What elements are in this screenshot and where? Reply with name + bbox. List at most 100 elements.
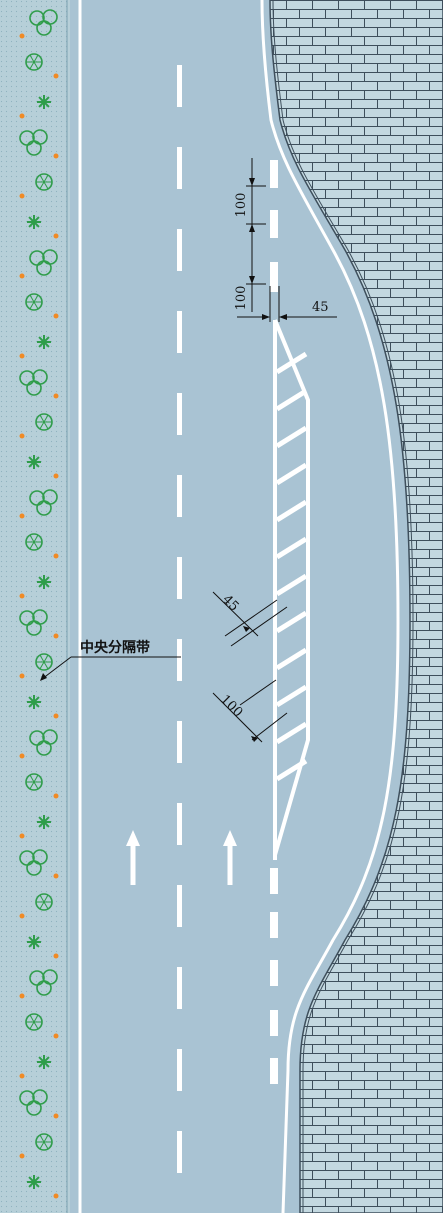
lane-dash [177,147,182,189]
flower-dot-icon [19,513,25,519]
dimension-label-line-width: 45 [312,300,329,315]
lane-dash [270,868,278,894]
right-edge-line [260,0,400,1213]
dimension-stripe-spacing [212,679,288,743]
hatch-stripe [275,573,308,597]
median-label: 中央分隔带 [80,639,150,656]
lane-dash [177,803,182,845]
lane-dash [270,912,278,938]
diagonal-hatch-island [273,319,310,860]
flower-dot-icon [19,193,25,199]
flower-wheel-icon [25,533,43,551]
flower-wheel-icon [35,653,53,671]
dimension-dash-length [246,158,266,232]
shrub-cluster-icon [29,969,58,996]
flower-dot-icon [19,1153,25,1159]
flower-dot-icon [19,753,25,759]
hatch-stripe [275,462,308,486]
up-arrow-icon [126,830,140,885]
hatch-stripe [275,610,308,634]
hatch-stripe [275,351,308,375]
flower-dot-icon [19,673,25,679]
flower-dot-icon [53,793,59,799]
star-shrub-icon [37,575,51,589]
lane-dash [270,960,278,986]
flower-wheel-icon [25,1013,43,1031]
hatch-stripe [275,721,308,745]
flower-dot-icon [53,1193,59,1199]
shrub-cluster-icon [29,489,58,516]
lane-dash [270,160,278,188]
flower-dot-icon [53,73,59,79]
dimension-dash-gap [246,230,266,312]
flower-dot-icon [19,993,25,999]
flower-dot-icon [53,553,59,559]
flower-dot-icon [53,393,59,399]
hatch-stripe [275,536,308,560]
median-plants [19,9,59,1199]
curb-inner-line [272,0,414,1213]
shrub-cluster-icon [19,1089,48,1116]
hatch-stripe [275,758,308,782]
up-arrow-icon [223,830,237,885]
hatch-stripes [275,351,308,782]
flower-dot-icon [53,953,59,959]
flower-dot-icon [53,633,59,639]
lane-dash [177,639,182,681]
flower-wheel-icon [35,1133,53,1151]
lane-divider-dashes-left [177,65,182,1173]
flower-wheel-icon [35,893,53,911]
flower-dot-icon [19,113,25,119]
shrub-cluster-icon [29,729,58,756]
lane-dash [177,393,182,435]
flower-dot-icon [53,1113,59,1119]
lane-dash [177,311,182,353]
lane-dash [270,262,278,292]
flower-dot-icon [53,313,59,319]
flower-dot-icon [53,1033,59,1039]
star-shrub-icon [37,1055,51,1069]
hatch-stripe [275,425,308,449]
flower-dot-icon [53,873,59,879]
dimension-stripe-width [212,591,288,647]
lane-dash [177,475,182,517]
lane-dash [177,885,182,927]
lane-dash [270,210,278,238]
star-shrub-icon [27,935,41,949]
median-texture [0,0,70,1213]
star-shrub-icon [27,455,41,469]
flower-dot-icon [19,273,25,279]
hatch-stripe [275,684,308,708]
shrub-cluster-icon [19,849,48,876]
brick-sidewalk [269,0,443,1213]
dimension-line-width [237,286,337,322]
flower-dot-icon [53,153,59,159]
shrub-cluster-icon [29,249,58,276]
hatch-stripe [275,388,308,412]
star-shrub-icon [37,815,51,829]
flower-dot-icon [19,433,25,439]
flower-wheel-icon [35,413,53,431]
shrub-cluster-icon [19,129,48,156]
lane-dash [177,1131,182,1173]
flower-dot-icon [53,713,59,719]
star-shrub-icon [27,1175,41,1189]
lane-dash [177,65,182,107]
star-shrub-icon [27,215,41,229]
flower-wheel-icon [25,53,43,71]
lane-dash [270,1010,278,1036]
star-shrub-icon [37,95,51,109]
lane-dash [177,967,182,1009]
flower-dot-icon [19,33,25,39]
lane-dash [177,557,182,599]
flower-dot-icon [53,233,59,239]
flower-wheel-icon [35,173,53,191]
flower-dot-icon [19,1073,25,1079]
flower-dot-icon [19,833,25,839]
flower-dot-icon [19,593,25,599]
flower-wheel-icon [25,773,43,791]
lane-dash [177,1049,182,1091]
hatch-stripe [275,499,308,523]
island-outline [273,319,310,856]
